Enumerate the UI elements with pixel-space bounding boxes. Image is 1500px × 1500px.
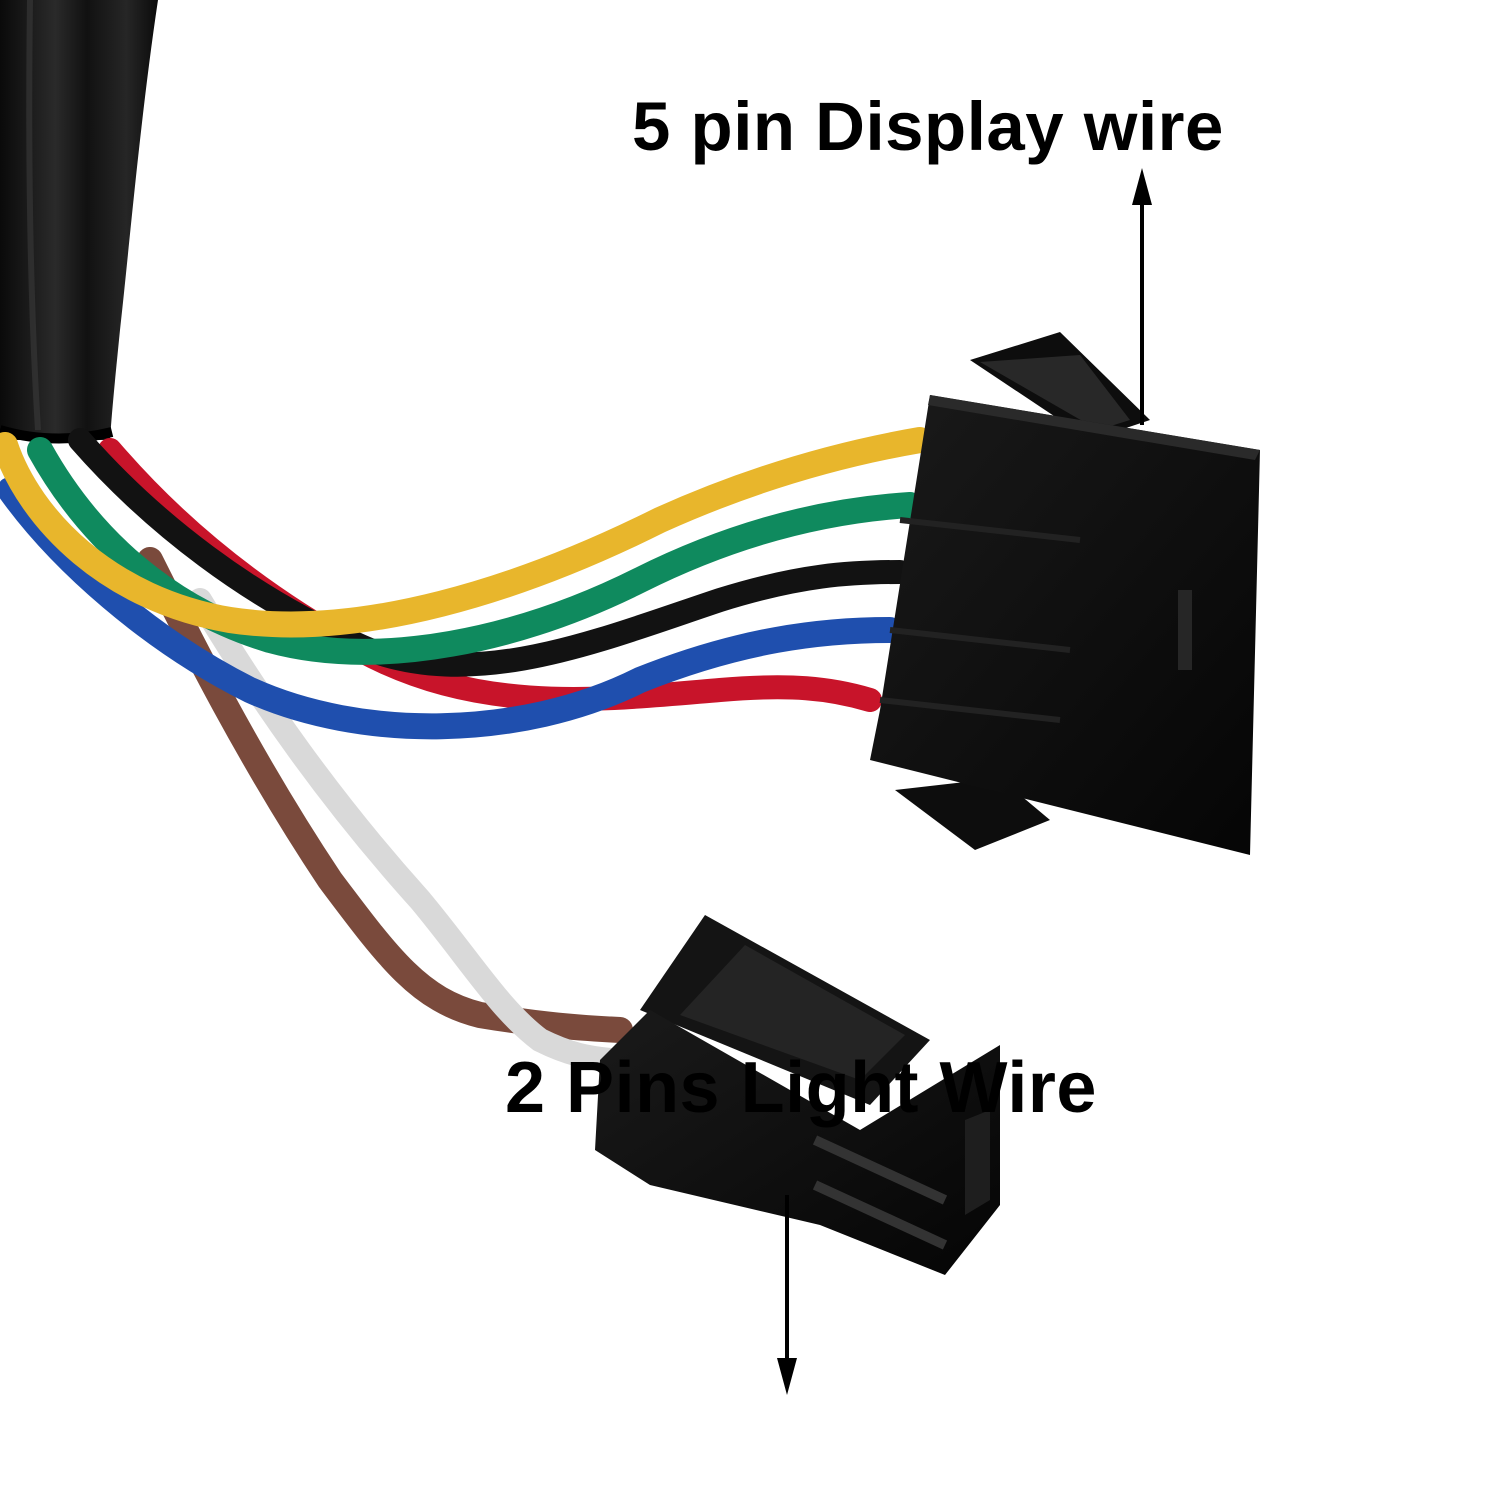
black-wire <box>68 428 912 677</box>
light-connector <box>595 915 1000 1275</box>
green-wire <box>27 437 923 665</box>
wire-bundle <box>0 427 933 1072</box>
light-wire-label: 2 Pins Light Wire <box>505 1048 1097 1128</box>
cable-jacket <box>0 0 158 444</box>
arrow-down-icon <box>777 1195 797 1395</box>
yellow-wire <box>0 427 933 638</box>
blue-wire <box>0 477 903 740</box>
display-wire-label: 5 pin Display wire <box>632 88 1224 165</box>
display-connector <box>870 332 1260 855</box>
arrow-up-icon <box>1132 168 1152 425</box>
